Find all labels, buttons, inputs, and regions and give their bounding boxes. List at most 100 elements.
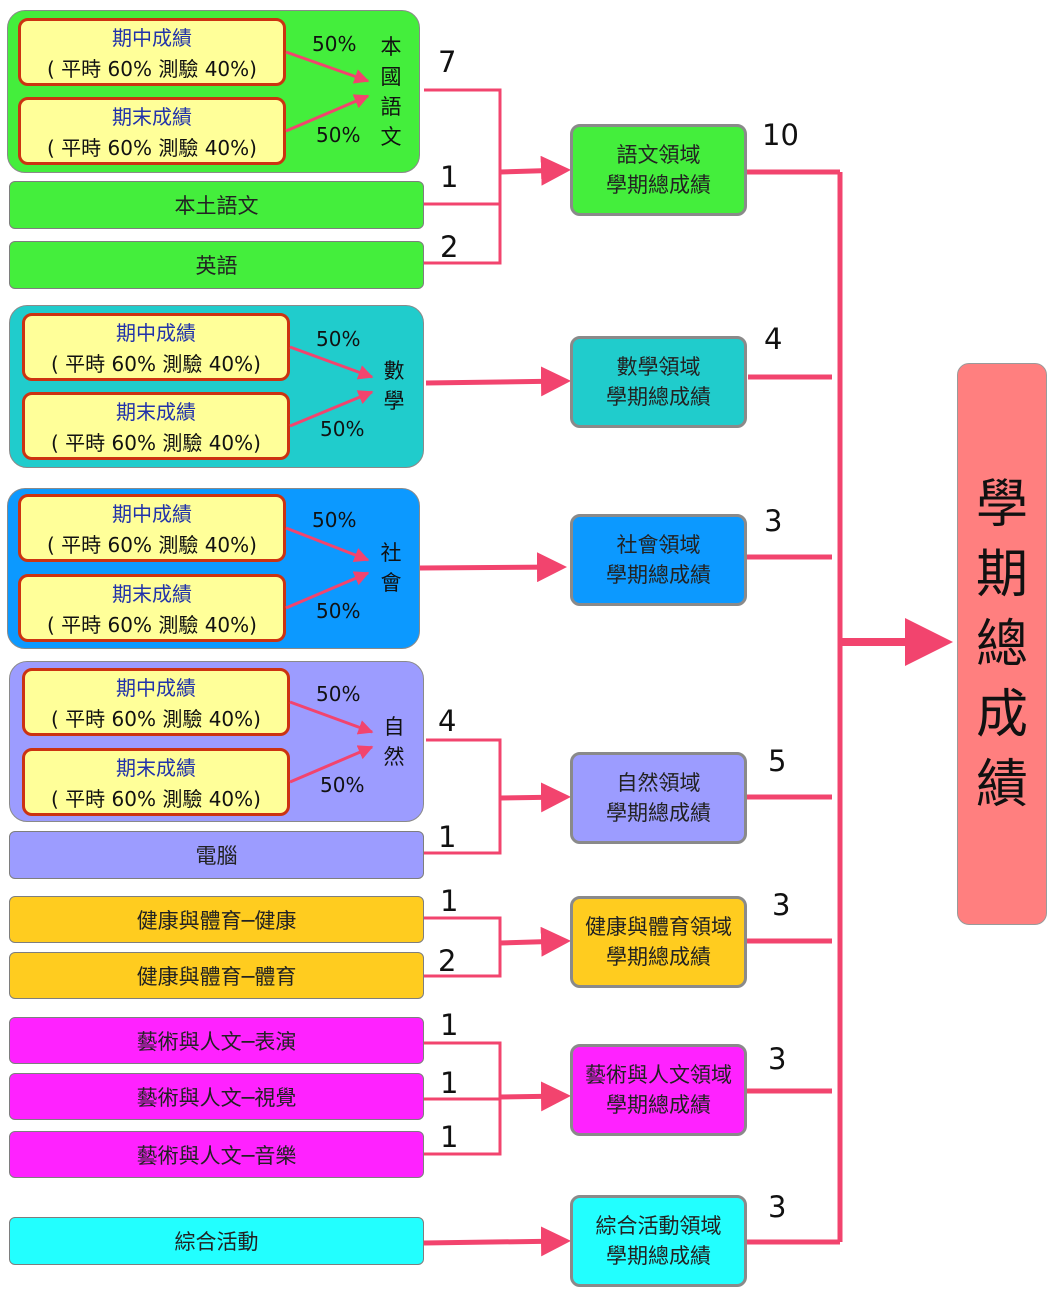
midterm-box-mandarin: 期中成績 ( 平時 60% 測驗 40%)	[18, 18, 286, 86]
arrow-arts-domain	[499, 1081, 571, 1112]
midterm-box-math: 期中成績 ( 平時 60% 測驗 40%)	[22, 313, 290, 381]
domain-sublabel: 學期總成績	[606, 945, 711, 969]
char: 社	[380, 541, 402, 565]
midterm-label: 期中成績	[116, 321, 196, 345]
grade-formula: ( 平時 60% 測驗 40%)	[51, 431, 261, 455]
char: 總	[975, 615, 1028, 675]
char: 會	[380, 571, 402, 595]
domain-label: 數學領域	[616, 355, 701, 379]
grade-formula: ( 平時 60% 測驗 40%)	[47, 533, 257, 557]
midterm-box-science: 期中成績 ( 平時 60% 測驗 40%)	[22, 668, 290, 736]
char: 語	[380, 95, 402, 119]
weight-music: 1	[440, 1120, 459, 1154]
domain-box-math: 數學領域 學期總成績	[570, 336, 747, 428]
arrow-final-social	[285, 571, 370, 610]
weight-computer: 1	[438, 820, 457, 854]
domain-box-science: 自然領域 學期總成績	[570, 752, 747, 844]
weight-social-domain: 3	[764, 504, 783, 538]
grade-formula: ( 平時 60% 測驗 40%)	[47, 57, 257, 81]
weight-integrative-domain: 3	[768, 1190, 787, 1224]
bar-native-language: 本土語文	[9, 181, 424, 229]
bar-visual: 藝術與人文─視覺	[9, 1073, 424, 1120]
char: 成	[975, 685, 1028, 745]
weight-visual: 1	[440, 1066, 459, 1100]
domain-box-social: 社會領域 學期總成績	[570, 514, 747, 606]
domain-sublabel: 學期總成績	[606, 385, 711, 409]
grade-formula: ( 平時 60% 測驗 40%)	[47, 613, 257, 637]
domain-box-integrative: 綜合活動領域 學期總成績	[570, 1195, 747, 1287]
final-total-box	[957, 363, 1047, 925]
char: 數	[383, 359, 405, 383]
domain-sublabel: 學期總成績	[606, 563, 711, 587]
domain-label: 綜合活動領域	[595, 1214, 722, 1238]
domain-label: 社會領域	[616, 533, 701, 557]
char: 文	[380, 125, 402, 149]
weight-native-language: 1	[440, 160, 459, 194]
domain-sublabel: 學期總成績	[606, 1244, 711, 1268]
final-exam-label: 期末成績	[116, 756, 196, 780]
char: 本	[380, 35, 402, 59]
final-exam-label: 期末成績	[116, 400, 196, 424]
arrow-health-domain	[499, 926, 571, 957]
char: 自	[383, 715, 405, 739]
arrow-math-domain	[425, 366, 571, 397]
weight-language-domain: 10	[762, 118, 799, 152]
final-exam-box-mandarin: 期末成績 ( 平時 60% 測驗 40%)	[18, 97, 286, 165]
percent-label: 50%	[312, 508, 357, 532]
weight-arts-domain: 3	[768, 1042, 787, 1076]
arrow-social-domain	[419, 552, 567, 583]
bracket-health	[424, 916, 502, 978]
domain-label: 語文領域	[616, 143, 701, 167]
final-exam-box-math: 期末成績 ( 平時 60% 測驗 40%)	[22, 392, 290, 460]
domain-box-health: 健康與體育領域 學期總成績	[570, 896, 747, 988]
arrow-midterm-social	[285, 526, 370, 563]
char: 國	[380, 65, 402, 89]
arrow-midterm-math	[289, 345, 374, 380]
char: 期	[975, 545, 1028, 605]
grade-formula: ( 平時 60% 測驗 40%)	[47, 136, 257, 160]
domain-label: 藝術與人文領域	[585, 1063, 732, 1087]
percent-label: 50%	[312, 32, 357, 56]
weight-math-domain: 4	[764, 322, 783, 356]
arrow-final-math	[289, 390, 374, 428]
domain-sublabel: 學期總成績	[606, 1093, 711, 1117]
final-total-label: 學 期 總 成 績	[962, 470, 1042, 820]
bar-pe: 健康與體育─體育	[9, 952, 424, 999]
weight-english: 2	[440, 230, 459, 264]
arrow-midterm-science	[289, 700, 374, 735]
midterm-label: 期中成績	[116, 676, 196, 700]
domain-box-arts: 藝術與人文領域 學期總成績	[570, 1044, 747, 1136]
final-exam-label: 期末成績	[112, 582, 192, 606]
arrow-integrative-domain	[423, 1226, 571, 1257]
arrow-science-domain	[499, 782, 571, 813]
weight-science-domain: 5	[768, 744, 787, 778]
bar-english: 英語	[9, 241, 424, 289]
bracket-language	[424, 88, 502, 265]
percent-label: 50%	[320, 773, 365, 797]
bar-computer: 電腦	[9, 831, 424, 879]
domain-label: 自然領域	[616, 771, 701, 795]
char: 績	[975, 755, 1028, 815]
domain-sublabel: 學期總成績	[606, 173, 711, 197]
bar-health: 健康與體育─健康	[9, 896, 424, 943]
midterm-box-social: 期中成績 ( 平時 60% 測驗 40%)	[18, 494, 286, 562]
subject-label-math: 數 學	[381, 356, 407, 416]
percent-label: 50%	[316, 599, 361, 623]
final-exam-box-social: 期末成績 ( 平時 60% 測驗 40%)	[18, 574, 286, 642]
subject-label-science: 自 然	[381, 712, 407, 772]
grade-formula: ( 平時 60% 測驗 40%)	[51, 352, 261, 376]
midterm-label: 期中成績	[112, 26, 192, 50]
bracket-science	[424, 738, 502, 855]
grade-formula: ( 平時 60% 測驗 40%)	[51, 787, 261, 811]
subject-label-social: 社 會	[378, 538, 404, 598]
percent-label: 50%	[316, 327, 361, 351]
weight-health: 1	[440, 884, 459, 918]
domain-box-language: 語文領域 學期總成績	[570, 124, 747, 216]
percent-label: 50%	[320, 417, 365, 441]
final-exam-box-science: 期末成績 ( 平時 60% 測驗 40%)	[22, 748, 290, 816]
subject-label-mandarin: 本 國 語 文	[378, 32, 404, 152]
domain-label: 健康與體育領域	[585, 915, 732, 939]
midterm-label: 期中成績	[112, 502, 192, 526]
weight-pe: 2	[438, 944, 457, 978]
